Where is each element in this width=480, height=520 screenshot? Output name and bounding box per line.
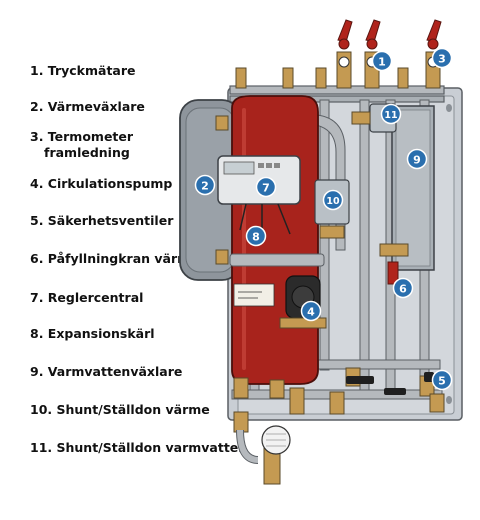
substation-illustration: 1 3 11 9 2 7 10 8: [179, 19, 463, 485]
legend-label: 5. Säkerhetsventiler: [30, 213, 174, 228]
svg-text:8: 8: [252, 231, 260, 244]
marker-2: 2: [194, 174, 216, 196]
legend-label: 9. Varmvattenväxlare: [30, 364, 183, 379]
top-connections: [235, 51, 441, 89]
marker-4: 4: [300, 300, 322, 322]
svg-text:5: 5: [438, 375, 446, 388]
bottom-valves: [233, 367, 445, 433]
filling-tap: [379, 243, 409, 285]
legend-label: 6. Påfyllningkran värme: [30, 251, 199, 266]
expansion-tank: [229, 95, 325, 385]
legend-item-7: 7. Reglercentral: [30, 290, 143, 306]
marker-8: 8: [245, 225, 267, 247]
legend-item-5: 5. Säkerhetsventiler: [30, 213, 173, 229]
legend-label: 7. Reglercentral: [30, 290, 144, 305]
svg-text:3: 3: [438, 53, 446, 66]
marker-11: 11: [380, 103, 402, 125]
legend: 1. Tryckmätare 2. Värmeväxlare 3. Termom…: [0, 0, 247, 520]
legend-label: 8. Expansionskärl: [30, 326, 155, 341]
marker-10: 10: [322, 189, 344, 211]
red-valve-handles: [337, 19, 442, 50]
thermostatic-valve: [236, 425, 291, 485]
legend-label: 2. Värmeväxlare: [30, 99, 145, 114]
legend-item-3: 3. Termometer framledning: [30, 129, 133, 161]
legend-item-11: 11. Shunt/Ställdon varmvatten: [30, 440, 247, 456]
svg-text:1: 1: [378, 56, 386, 69]
number-markers: 1 3 11 9 2 7 10 8: [194, 47, 453, 391]
svg-text:4: 4: [307, 306, 315, 319]
svg-text:6: 6: [399, 283, 407, 296]
marker-7: 7: [255, 176, 277, 198]
legend-label: 11. Shunt/Ställdon varmvatten: [30, 440, 248, 455]
svg-text:7: 7: [262, 182, 270, 195]
marker-1: 1: [371, 50, 393, 72]
marker-3: 3: [431, 47, 453, 69]
circulation-pump: [279, 275, 327, 329]
svg-text:10: 10: [326, 196, 340, 207]
hot-water-exchanger: [391, 105, 435, 271]
legend-label: 4. Cirkulationspump: [30, 176, 173, 191]
legend-label: 3. Termometer: [30, 129, 134, 144]
marker-9: 9: [406, 148, 428, 170]
legend-item-10: 10. Shunt/Ställdon värme: [30, 402, 210, 418]
legend-label-continuation: framledning: [44, 145, 130, 160]
legend-item-4: 4. Cirkulationspump: [30, 176, 172, 192]
black-valve-handles: [346, 372, 434, 395]
legend-item-2: 2. Värmeväxlare: [30, 99, 145, 115]
marker-5: 5: [431, 369, 453, 391]
svg-text:9: 9: [413, 154, 421, 167]
legend-item-9: 9. Varmvattenväxlare: [30, 364, 182, 380]
svg-text:11: 11: [384, 110, 397, 121]
legend-item-8: 8. Expansionskärl: [30, 326, 155, 342]
marker-6: 6: [392, 277, 414, 299]
legend-label: 1. Tryckmätare: [30, 63, 136, 78]
legend-item-1: 1. Tryckmätare: [30, 63, 136, 79]
svg-text:2: 2: [201, 180, 209, 193]
legend-item-6: 6. Påfyllningkran värme: [30, 251, 199, 267]
legend-label: 10. Shunt/Ställdon värme: [30, 402, 210, 417]
